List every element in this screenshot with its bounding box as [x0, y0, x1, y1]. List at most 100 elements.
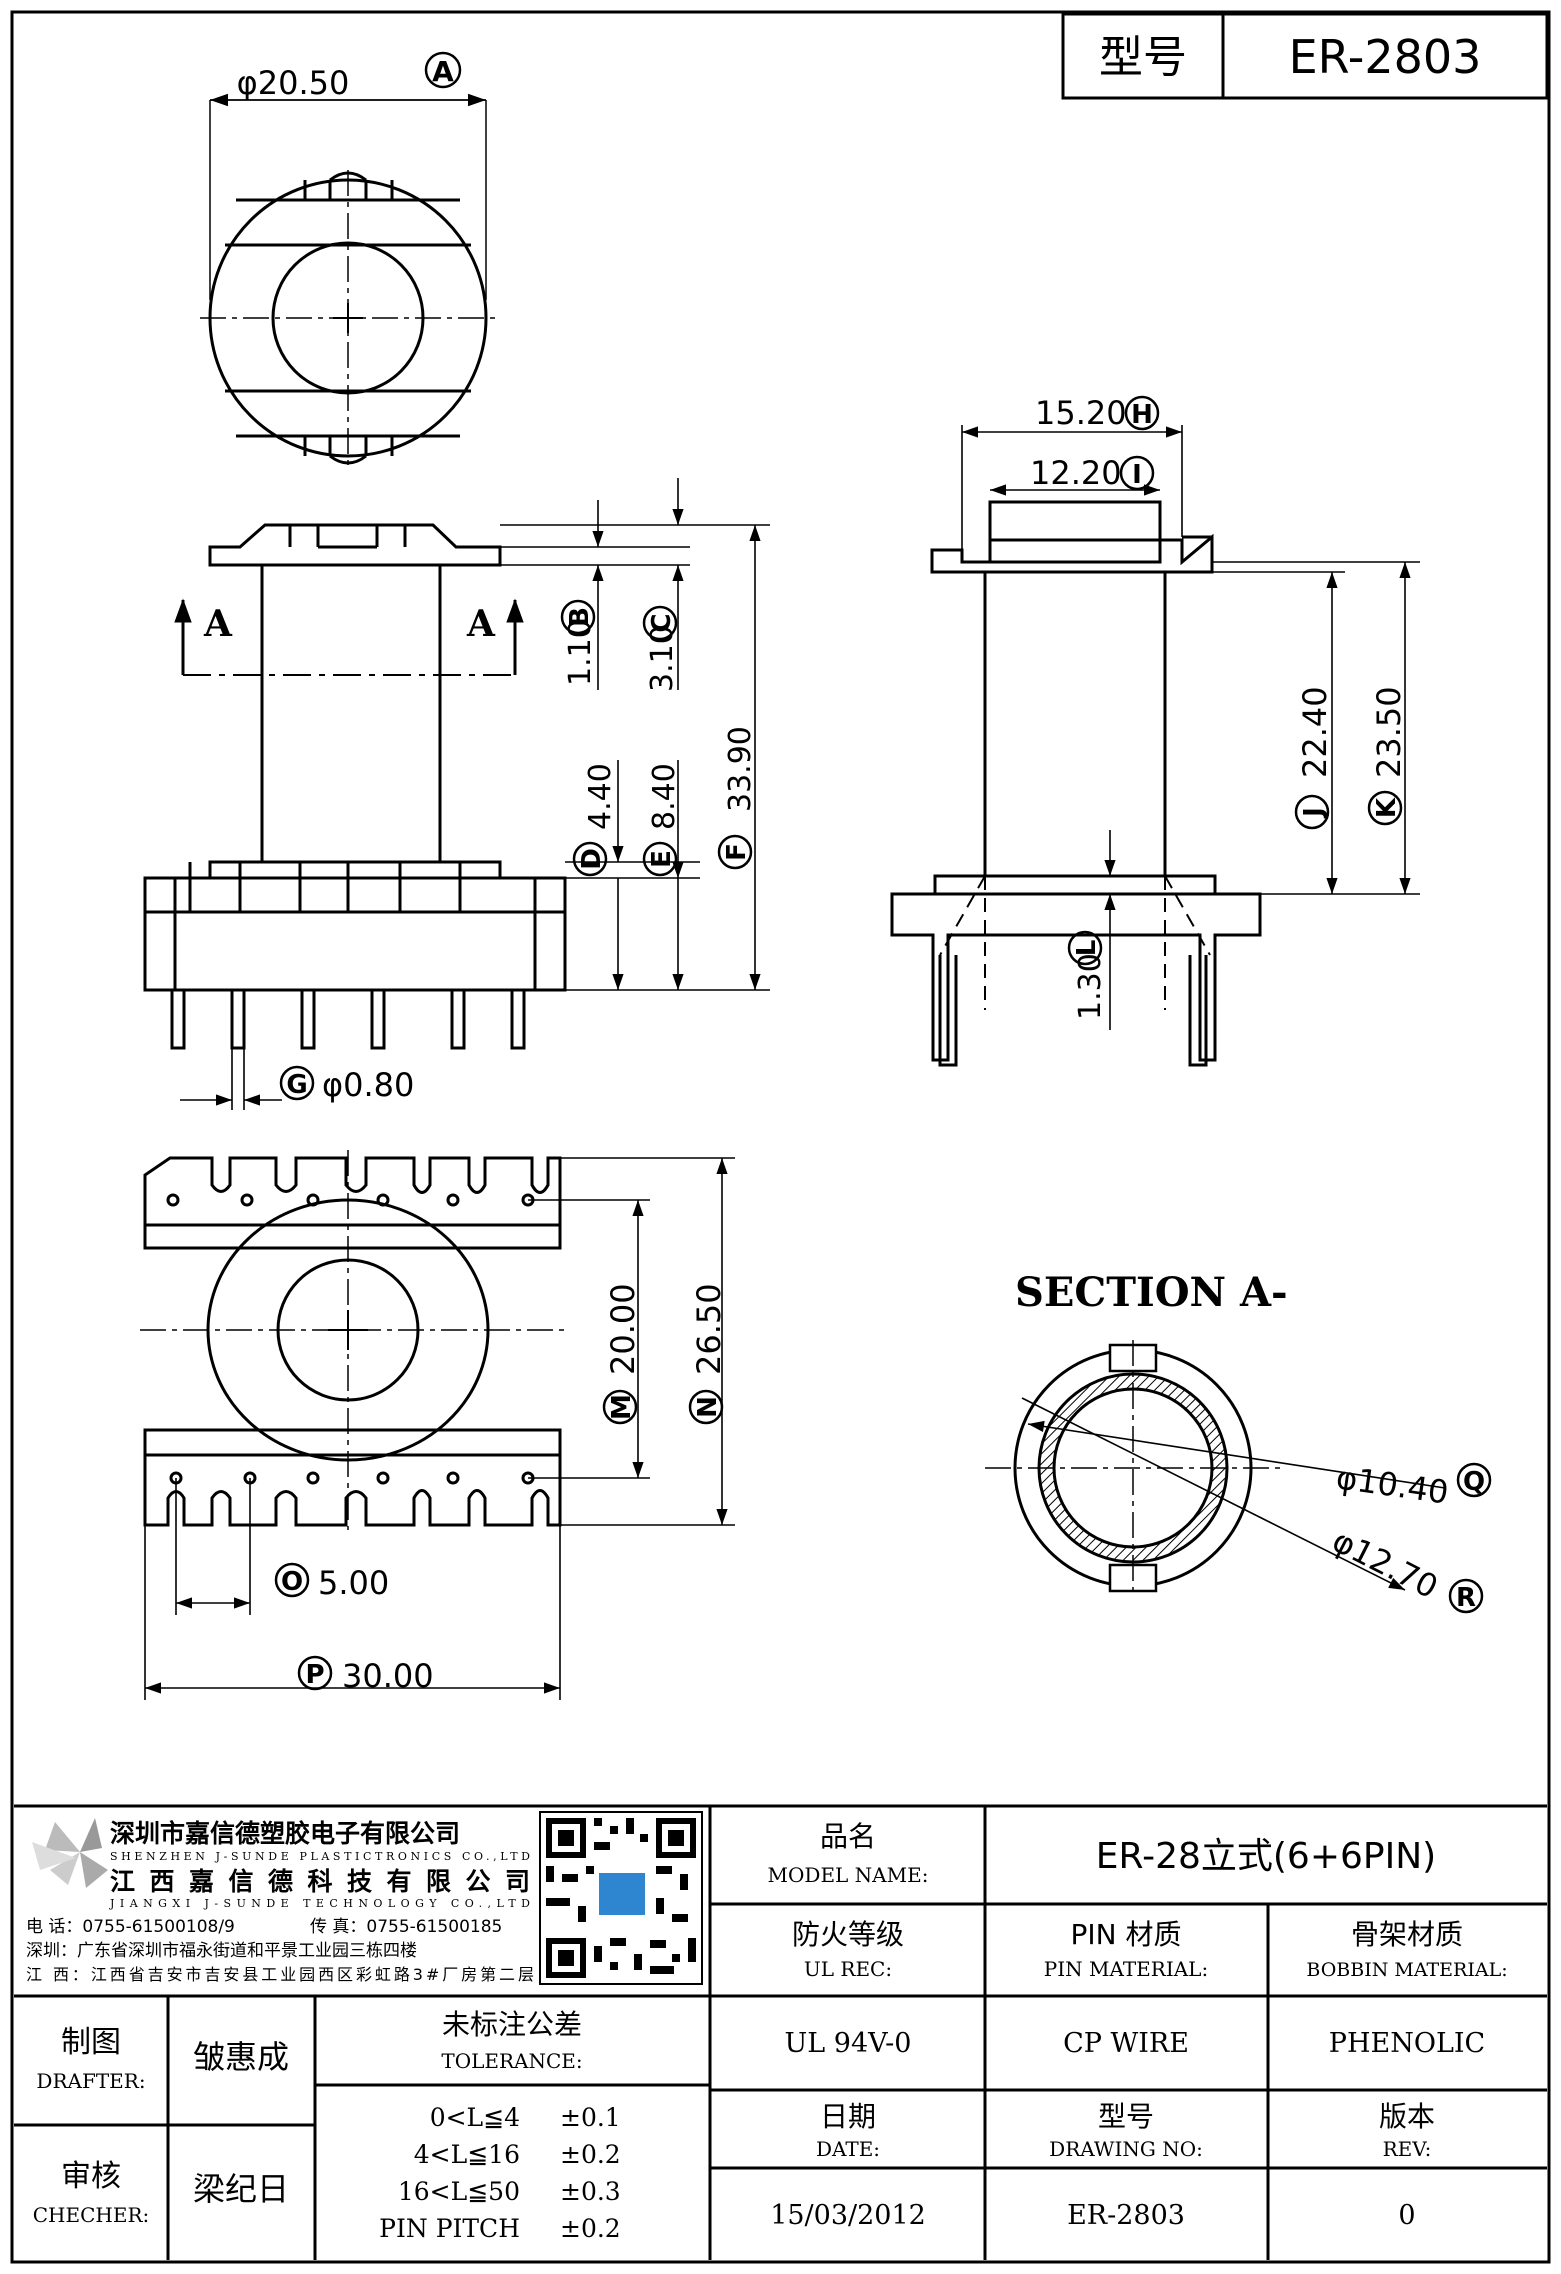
- dim-g-value: φ0.80: [322, 1066, 414, 1104]
- tag-h: H: [1131, 400, 1153, 430]
- tag-o-circle: [274, 1562, 310, 1598]
- value-pin: CP WIRE: [1063, 2028, 1189, 2059]
- label-date-en: DATE:: [816, 2137, 880, 2161]
- tolerance-value: ±0.2: [560, 2214, 621, 2243]
- bottom-view: [140, 1150, 565, 1530]
- tag-r-circle: [1448, 1578, 1484, 1614]
- label-checker-cn: 审核: [61, 2159, 121, 2194]
- tag-i: I: [1132, 460, 1142, 490]
- tag-b: B: [565, 607, 595, 627]
- tag-f-circle: [717, 834, 753, 870]
- company-phone: 电 话：0755-61500108/9: [26, 1917, 235, 1937]
- tag-m-circle: [602, 1389, 638, 1425]
- label-tolerance-cn: 未标注公差: [442, 2008, 582, 2041]
- dim-m-value: 20.00: [604, 1283, 642, 1375]
- tolerance-value: ±0.3: [560, 2177, 621, 2206]
- company-logo: [32, 1818, 108, 1888]
- tag-a: A: [432, 55, 454, 88]
- value-model-name: ER-28立式(6+6PIN): [1096, 1836, 1436, 1877]
- tag-n: N: [693, 1396, 723, 1418]
- dim-q-value: φ10.40: [1334, 1458, 1451, 1511]
- title-model-label: 型号: [1099, 32, 1187, 83]
- label-pin-cn: PIN 材质: [1071, 1918, 1182, 1951]
- dim-f-value: 33.90: [723, 726, 758, 812]
- tag-e: E: [647, 850, 677, 868]
- title-block-grid: [14, 1804, 1547, 2260]
- company-name-jx-en: JIANGXI J-SUNDE TECHNOLOGY CO.,LTD: [109, 1897, 530, 1910]
- tag-b-circle: [560, 599, 596, 635]
- side-dim-lines: [961, 425, 1420, 1030]
- label-ul-cn: 防火等级: [792, 1918, 904, 1951]
- label-rev-cn: 版本: [1379, 2100, 1435, 2133]
- value-drafter: 皱惠成: [193, 2038, 289, 2076]
- dim-top-diameter: φ20.50: [237, 64, 350, 102]
- title-model-value: ER-2803: [1289, 30, 1482, 84]
- tolerance-range: PIN PITCH: [379, 2214, 520, 2243]
- value-rev: 0: [1398, 2200, 1415, 2231]
- company-name-jx: 江西嘉信德科技有限公司: [110, 1867, 530, 1896]
- dim-j-value: 22.40: [1296, 686, 1334, 778]
- tag-l-circle: [1067, 930, 1103, 966]
- tag-c: C: [647, 613, 677, 632]
- tag-n-circle: [688, 1389, 724, 1425]
- qr-code: [539, 1811, 703, 1985]
- front-view: [143, 523, 567, 1050]
- label-tolerance-en: TOLERANCE:: [441, 2049, 582, 2073]
- label-model-name-cn: 品名: [820, 1820, 876, 1853]
- tag-g-circle: [279, 1065, 315, 1101]
- section-marker-left: A: [203, 603, 233, 645]
- label-bobbin-cn: 骨架材质: [1351, 1918, 1463, 1951]
- tag-q-circle: [1456, 1462, 1492, 1498]
- tag-j-circle: [1294, 794, 1330, 830]
- tag-e-circle: [642, 841, 678, 877]
- tag-p: P: [305, 1660, 324, 1690]
- bottom-dim-lines: [144, 1157, 735, 1700]
- label-pin-en: PIN MATERIAL:: [1044, 1957, 1208, 1981]
- value-checker: 梁纪日: [193, 2170, 289, 2208]
- tolerance-range: 4<L≦16: [414, 2140, 520, 2169]
- company-address-jx: 江 西：江西省吉安市吉安县工业园西区彩虹路3#厂房第二层: [26, 1965, 534, 1984]
- tag-o: O: [281, 1567, 303, 1597]
- tag-m: M: [607, 1394, 637, 1420]
- front-dim-lines: [180, 478, 770, 1110]
- dim-n-value: 26.50: [690, 1283, 728, 1375]
- label-drafter-cn: 制图: [61, 2025, 121, 2060]
- label-bobbin-en: BOBBIN MATERIAL:: [1306, 1959, 1507, 1981]
- dim-h-value: 15.20: [1035, 394, 1127, 432]
- label-ul-en: UL REC:: [804, 1957, 892, 1981]
- dim-r-value: φ12.70: [1326, 1521, 1444, 1606]
- tag-d-circle: [572, 841, 608, 877]
- dim-k-value: 23.50: [1370, 686, 1408, 778]
- section-marker-right: A: [466, 603, 496, 645]
- tag-i-circle: [1119, 455, 1155, 491]
- tag-a-circle: [424, 51, 462, 89]
- tag-h-circle: [1124, 395, 1160, 431]
- label-date-cn: 日期: [820, 2100, 876, 2133]
- tag-r: R: [1456, 1583, 1476, 1613]
- section-title: SECTION A-: [1015, 1269, 1288, 1316]
- section-view: [985, 1340, 1446, 1596]
- label-drafter-en: DRAFTER:: [36, 2069, 145, 2093]
- dim-o-value: 5.00: [318, 1564, 389, 1602]
- tag-f: F: [722, 843, 752, 861]
- tag-g: G: [286, 1070, 307, 1100]
- company-name-sz-en: SHENZHEN J-SUNDE PLASTICTRONICS CO.,LTD: [110, 1850, 530, 1863]
- company-fax: 传 真：0755-61500185: [310, 1917, 502, 1937]
- label-model-name-en: MODEL NAME:: [768, 1863, 929, 1887]
- value-drawing-no: ER-2803: [1067, 2200, 1185, 2231]
- label-rev-en: REV:: [1383, 2137, 1432, 2161]
- tag-l: L: [1072, 940, 1102, 957]
- top-view: [200, 93, 496, 468]
- company-address-sz: 深圳：广东省深圳市福永街道和平景工业园三栋四楼: [26, 1941, 417, 1961]
- dim-p-value: 30.00: [342, 1657, 434, 1695]
- dim-e-value: 8.40: [647, 763, 682, 830]
- side-view: [890, 500, 1262, 1067]
- tolerance-list: 0<L≦4 ±0.1 4<L≦16 ±0.2 16<L≦50 ±0.3 PIN …: [379, 2103, 621, 2243]
- tag-p-circle: [297, 1655, 333, 1691]
- value-bobbin: PHENOLIC: [1329, 2028, 1485, 2059]
- tolerance-range: 0<L≦4: [430, 2103, 520, 2132]
- label-drawing-cn: 型号: [1098, 2100, 1154, 2133]
- tolerance-range: 16<L≦50: [398, 2177, 520, 2206]
- label-drawing-en: DRAWING NO:: [1049, 2137, 1203, 2161]
